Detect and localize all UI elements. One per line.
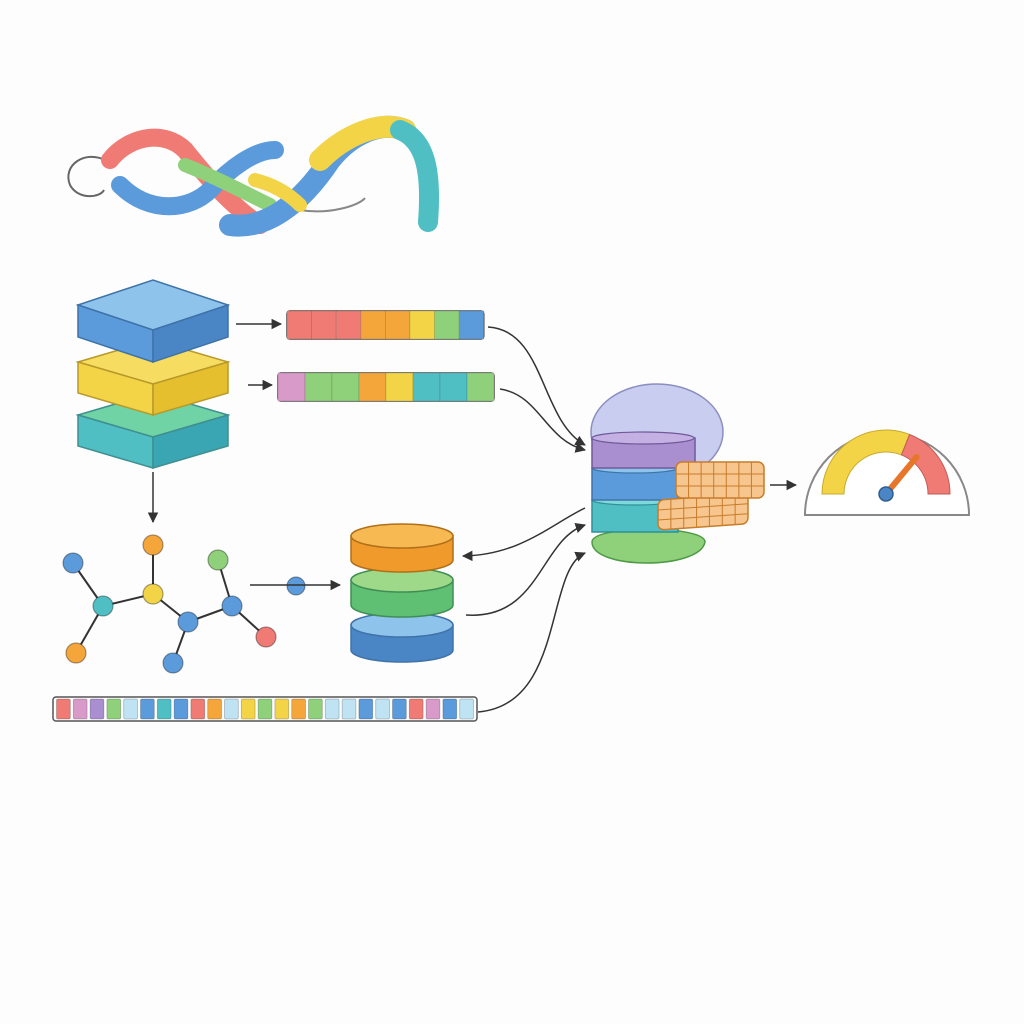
sequence-cell: [240, 698, 256, 720]
molecule-atom: [92, 595, 114, 617]
sequence-cell: [156, 698, 172, 720]
sequence-cell: [257, 698, 273, 720]
embedding-cell: [458, 310, 485, 340]
arrow-icon: [461, 507, 586, 562]
attention-grid-line: [658, 503, 748, 511]
gauge-meter-icon: [803, 429, 971, 516]
sequence-strip-icon: [52, 696, 478, 722]
sequence-cell: [173, 698, 189, 720]
sequence-cell: [274, 698, 290, 720]
attention-grid-frame: [657, 493, 749, 531]
embedding-cell: [331, 372, 360, 402]
molecule-atom: [177, 611, 199, 633]
arrow-icon: [465, 523, 586, 616]
embedding-cell: [434, 310, 460, 340]
embedding-cell: [466, 372, 495, 402]
molecule-atom: [207, 549, 229, 571]
dna-strand-red: [101, 128, 269, 234]
sequence-cell: [123, 698, 138, 720]
molecule-atom: [162, 652, 184, 674]
embedding-cell: [409, 310, 436, 340]
embedding-cell: [277, 372, 306, 402]
sequence-cell: [207, 698, 222, 720]
embedding-cell: [412, 372, 441, 402]
molecule-atom: [142, 534, 164, 556]
dna-strand-teal: [390, 120, 440, 232]
cylinder-green: [350, 567, 454, 618]
sequence-cell: [56, 698, 71, 720]
embedding-cell: [384, 310, 411, 340]
dna-strand-accent: [248, 173, 307, 212]
sequence-cell: [408, 698, 424, 720]
attention-grid-frame: [675, 461, 765, 499]
dna-shadow-loop: [299, 197, 366, 213]
cylinder-orange: [350, 523, 454, 573]
sequence-cell: [224, 698, 239, 720]
sequence-cell: [106, 698, 122, 720]
dna-end-loop: [67, 155, 106, 198]
sequence-cell: [375, 698, 390, 720]
sequence-cell: [72, 698, 88, 720]
embedding-cell: [360, 310, 386, 340]
sequence-cell: [324, 698, 340, 720]
molecule-atom: [286, 576, 306, 596]
attention-grid: [657, 493, 749, 531]
sequence-cell: [89, 698, 105, 720]
cylinder-blue: [350, 612, 454, 663]
embedding-cell: [358, 372, 387, 402]
molecule-graph-icon: [62, 534, 306, 674]
sequence-cell: [140, 698, 155, 720]
sequence-cell: [459, 698, 474, 720]
attention-grid-line: [658, 513, 748, 521]
sequence-cell: [341, 698, 357, 720]
dna-strand-green: [178, 158, 277, 212]
fusion-disk-green: [591, 528, 706, 564]
arrow-icon: [477, 551, 586, 713]
sequence-cell: [190, 698, 206, 720]
sequence-cell: [392, 698, 407, 720]
attention-grid: [675, 461, 765, 499]
connector-arrows: [147, 318, 798, 713]
molecule-atom: [255, 626, 277, 648]
embedding-cell: [286, 310, 313, 340]
cylinder-stack-icon: [350, 523, 454, 663]
arrow-icon: [487, 326, 586, 446]
embedding-bar-icon: [277, 372, 495, 402]
embedding-cell: [311, 310, 337, 340]
embedding-cell: [439, 372, 468, 402]
sequence-cell: [442, 698, 458, 720]
embedding-cell: [304, 372, 333, 402]
gauge-needle-icon: [883, 454, 920, 497]
molecule-atom: [142, 583, 164, 605]
arrow-icon: [499, 388, 587, 453]
layer-slab-blue: [75, 279, 231, 364]
dna-strand-blue: [111, 141, 284, 216]
molecule-atom: [62, 552, 84, 574]
sequence-cell: [291, 698, 306, 720]
embedding-bar-icon: [286, 310, 485, 340]
layer-stack-icon: [75, 279, 231, 470]
sequence-cell: [308, 698, 323, 720]
embedding-cell: [335, 310, 362, 340]
gauge-pivot: [878, 486, 894, 502]
molecule-atom: [221, 595, 243, 617]
sequence-cell: [358, 698, 374, 720]
molecule-atom: [65, 642, 87, 664]
embedding-cell: [385, 372, 414, 402]
fusion-disk-purple: [591, 431, 696, 469]
dna-ribbon-icon: [67, 115, 440, 237]
sequence-cell: [425, 698, 441, 720]
attention-grid-icon: [657, 461, 765, 531]
